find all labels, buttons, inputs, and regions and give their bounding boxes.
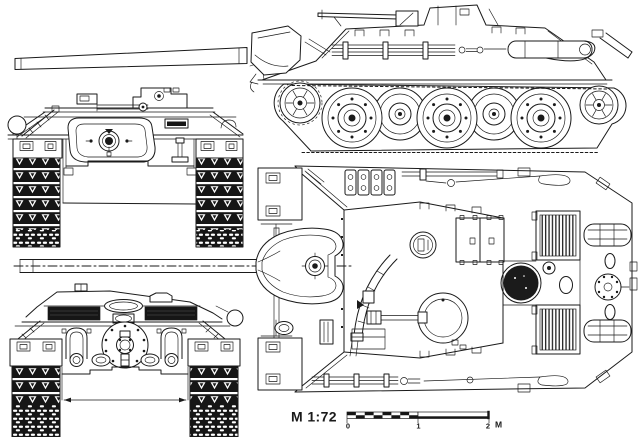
stowed-jack-diagonal — [21, 105, 60, 139]
fender-ball-rear — [215, 305, 244, 327]
rear-skirt-right — [187, 338, 241, 367]
scale-tick-1: 1 — [416, 422, 420, 431]
scale-unit: M — [495, 420, 502, 430]
plan-fender-front-top — [257, 167, 303, 241]
top-view — [13, 165, 638, 393]
slotted-bracket — [319, 319, 334, 345]
road-wheel — [321, 87, 383, 149]
exhaust-guard-right — [156, 327, 187, 367]
antenna-icon — [488, 8, 499, 26]
fender-skirt-right — [195, 138, 244, 159]
rear-skirt-left — [9, 338, 63, 367]
running-gear — [273, 80, 627, 153]
drive-sprocket — [277, 80, 323, 126]
saukopf-mantlet-side — [249, 25, 302, 85]
rear-plate-access-circle — [101, 321, 149, 369]
stowage-box-plan — [351, 328, 386, 350]
side-view — [14, 4, 633, 153]
rear-plate-ovals — [91, 353, 160, 367]
track-front-right — [195, 157, 244, 248]
engine-deck — [500, 210, 581, 355]
exhaust-guard-left — [61, 327, 92, 367]
lifting-hook — [220, 119, 237, 129]
elevation-arc-rail — [349, 254, 398, 357]
plan-fender-front-bottom — [257, 319, 303, 391]
roof-stowed-rod — [96, 102, 149, 112]
fender-ball-fixture — [7, 115, 27, 140]
rear-exhaust-pipes — [591, 29, 633, 59]
saukopf-mantlet-plan — [255, 227, 344, 305]
roof-edge-clamps — [354, 26, 526, 37]
gunner-port-plan — [409, 231, 437, 259]
stowed-rod-top-edge — [401, 168, 504, 181]
road-wheel — [510, 87, 572, 149]
roof-machine-gun-icon — [317, 9, 419, 27]
gun-barrel-icon — [14, 47, 248, 70]
tow-cable-top — [425, 167, 571, 187]
cupola-front — [132, 87, 188, 108]
scale-tick-0: 0 — [346, 422, 350, 431]
glacis-vent — [164, 118, 189, 129]
scale-tick-2: 2 — [486, 422, 490, 431]
track-front-left — [12, 157, 61, 248]
scale-bar — [346, 410, 490, 424]
track-rear-left — [11, 365, 61, 437]
rear-view — [9, 283, 244, 437]
commander-hatch-circle — [366, 292, 469, 350]
rear-deck-plan — [583, 176, 638, 384]
gun-barrel-plan — [13, 259, 353, 273]
scale-label: M 1:72 — [291, 409, 337, 425]
rear-lower-plate — [61, 366, 189, 403]
fender-skirt-left — [12, 138, 63, 159]
scale-indicator: M 1:72 0 1 2 M — [291, 409, 502, 431]
periscope-box — [76, 93, 98, 105]
front-view — [7, 87, 244, 248]
double-door-hatch — [455, 215, 505, 265]
deck-hatch-rear — [104, 299, 143, 324]
road-wheel — [416, 87, 478, 149]
stowed-jack-vertical — [171, 137, 189, 163]
spare-track-links — [344, 169, 396, 196]
tow-cable-bottom — [311, 373, 569, 393]
cupola-side — [437, 5, 470, 26]
mantlet-front — [67, 117, 156, 163]
hull-side-tools — [331, 40, 596, 62]
track-rear-right — [189, 365, 239, 437]
idler-wheel — [579, 85, 619, 125]
engine-grilles-rear — [47, 306, 198, 321]
